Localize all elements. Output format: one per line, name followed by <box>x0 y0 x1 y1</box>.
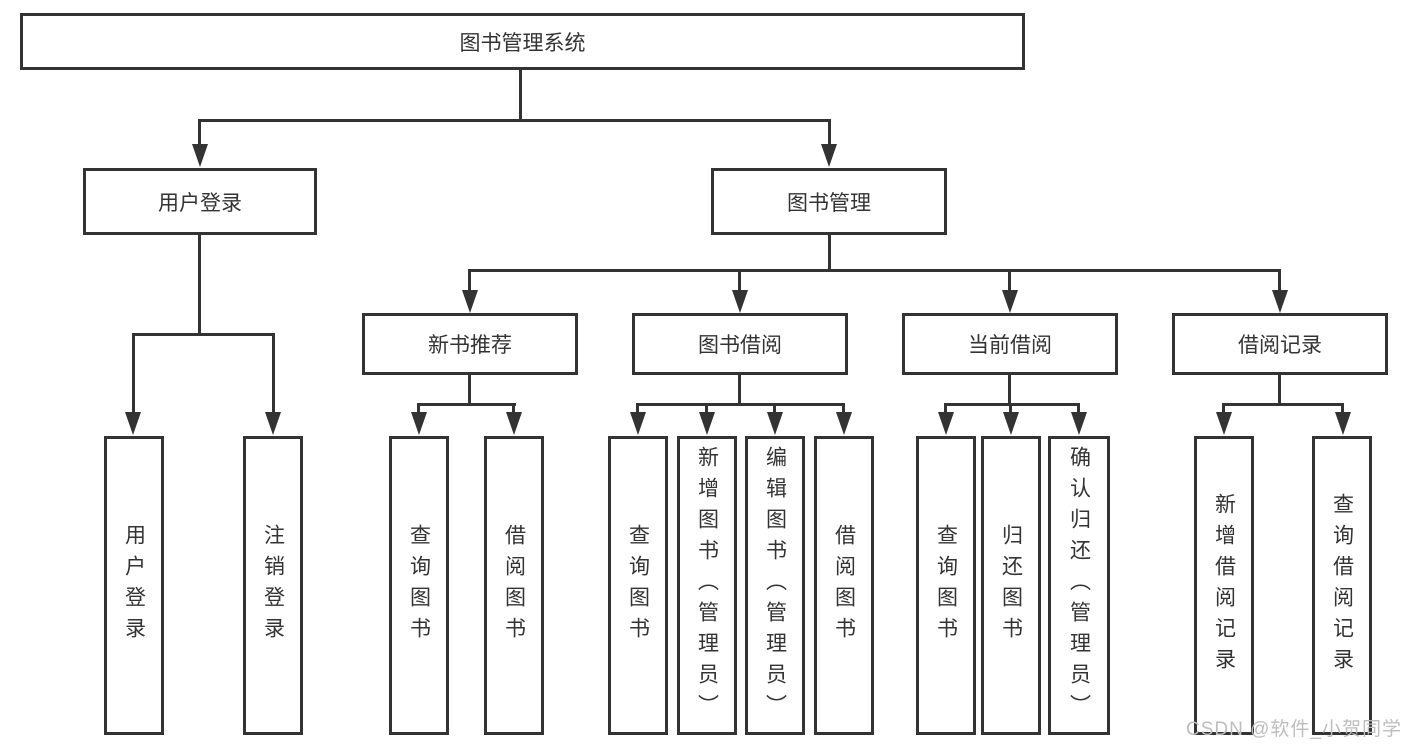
arrow-down-icon <box>836 412 852 435</box>
leaf-borrow-add-books-admin: 新增图书（管理员） <box>677 436 737 735</box>
connector-line <box>198 119 831 122</box>
arrow-down-icon <box>821 144 837 167</box>
arrow-down-icon <box>506 412 522 435</box>
connector-line <box>468 269 471 291</box>
leaf-current-query-books: 查询图书 <box>916 436 976 735</box>
connector-line <box>738 269 741 291</box>
leaf-borrow-borrow-books: 借阅图书 <box>814 436 874 735</box>
node-book-borrow: 图书借阅 <box>632 313 848 375</box>
leaf-newbooks-borrow-books-label: 借阅图书 <box>502 523 526 648</box>
leaf-user-login-label: 用户登录 <box>122 523 146 648</box>
node-root-label: 图书管理系统 <box>459 31 586 55</box>
connector-line <box>469 269 1281 272</box>
leaf-user-login: 用户登录 <box>104 436 164 735</box>
leaf-current-query-books-label: 查询图书 <box>934 523 958 648</box>
arrow-down-icon <box>630 412 646 435</box>
leaf-records-query-record-label: 查询借阅记录 <box>1330 492 1354 679</box>
connector-line <box>842 403 845 415</box>
connector-line <box>1341 403 1344 415</box>
leaf-borrow-query-books: 查询图书 <box>608 436 668 735</box>
leaf-borrow-borrow-books-label: 借阅图书 <box>832 523 856 648</box>
node-new-book-recommend-label: 新书推荐 <box>428 334 512 357</box>
arrow-down-icon <box>1216 412 1232 435</box>
connector-line <box>828 235 831 272</box>
connector-line <box>1278 269 1281 291</box>
leaf-records-add-record-label: 新增借阅记录 <box>1212 492 1236 679</box>
leaf-newbooks-query-books: 查询图书 <box>389 436 449 735</box>
connector-line <box>1222 403 1344 406</box>
arrow-down-icon <box>938 412 954 435</box>
node-user-login-label: 用户登录 <box>158 191 242 215</box>
csdn-watermark: CSDN @软件_小贺同学 <box>1186 719 1402 740</box>
connector-line <box>519 69 522 121</box>
arrow-down-icon <box>732 290 748 313</box>
node-new-book-recommend: 新书推荐 <box>362 313 578 375</box>
leaf-current-return-books-label: 归还图书 <box>999 523 1023 648</box>
leaf-current-confirm-return-admin: 确认归还（管理员） <box>1048 436 1110 735</box>
node-book-management: 图书管理 <box>711 168 947 235</box>
connector-line <box>272 333 275 413</box>
arrow-down-icon <box>1335 412 1351 435</box>
connector-line <box>1009 403 1012 415</box>
connector-line <box>773 403 776 415</box>
connector-line <box>636 403 639 415</box>
arrow-down-icon <box>767 412 783 435</box>
connector-line <box>828 119 831 147</box>
leaf-records-query-record: 查询借阅记录 <box>1312 436 1372 735</box>
node-book-management-label: 图书管理 <box>787 191 871 215</box>
arrow-down-icon <box>1002 290 1018 313</box>
leaf-borrow-edit-books-admin-label: 编辑图书（管理员） <box>763 446 787 725</box>
node-borrow-records: 借阅记录 <box>1172 313 1388 375</box>
connector-line <box>512 403 515 415</box>
leaf-borrow-edit-books-admin: 编辑图书（管理员） <box>745 436 805 735</box>
node-book-borrow-label: 图书借阅 <box>698 334 782 357</box>
leaf-borrow-add-books-admin-label: 新增图书（管理员） <box>695 446 719 725</box>
arrow-down-icon <box>125 412 141 435</box>
node-root: 图书管理系统 <box>20 13 1025 70</box>
arrow-down-icon <box>1071 412 1087 435</box>
leaf-borrow-query-books-label: 查询图书 <box>626 523 650 648</box>
connector-line <box>1278 375 1281 406</box>
connector-line <box>417 403 516 406</box>
node-current-borrow: 当前借阅 <box>902 313 1118 375</box>
connector-line <box>1008 269 1011 291</box>
connector-line <box>468 375 471 406</box>
leaf-current-return-books: 归还图书 <box>981 436 1041 735</box>
connector-line <box>1008 375 1011 406</box>
arrow-down-icon <box>699 412 715 435</box>
connector-line <box>132 333 135 413</box>
leaf-newbooks-borrow-books: 借阅图书 <box>484 436 544 735</box>
leaf-logout: 注销登录 <box>243 436 303 735</box>
connector-line <box>944 403 1080 406</box>
leaf-current-confirm-return-admin-label: 确认归还（管理员） <box>1067 446 1091 725</box>
leaf-logout-label: 注销登录 <box>261 523 285 648</box>
arrow-down-icon <box>265 412 281 435</box>
node-current-borrow-label: 当前借阅 <box>968 334 1052 357</box>
connector-line <box>1222 403 1225 415</box>
arrow-down-icon <box>411 412 427 435</box>
leaf-records-add-record: 新增借阅记录 <box>1194 436 1254 735</box>
node-user-login: 用户登录 <box>83 168 317 235</box>
arrow-down-icon <box>1272 290 1288 313</box>
connector-line <box>198 119 201 147</box>
arrow-down-icon <box>1003 412 1019 435</box>
connector-line <box>198 235 201 336</box>
leaf-newbooks-query-books-label: 查询图书 <box>407 523 431 648</box>
arrow-down-icon <box>462 290 478 313</box>
connector-line <box>738 375 741 406</box>
connector-line <box>944 403 947 415</box>
node-borrow-records-label: 借阅记录 <box>1238 334 1322 357</box>
connector-line <box>636 403 844 406</box>
connector-line <box>705 403 708 415</box>
connector-line <box>1077 403 1080 415</box>
arrow-down-icon <box>192 144 208 167</box>
connector-line <box>132 333 275 336</box>
connector-line <box>417 403 420 415</box>
